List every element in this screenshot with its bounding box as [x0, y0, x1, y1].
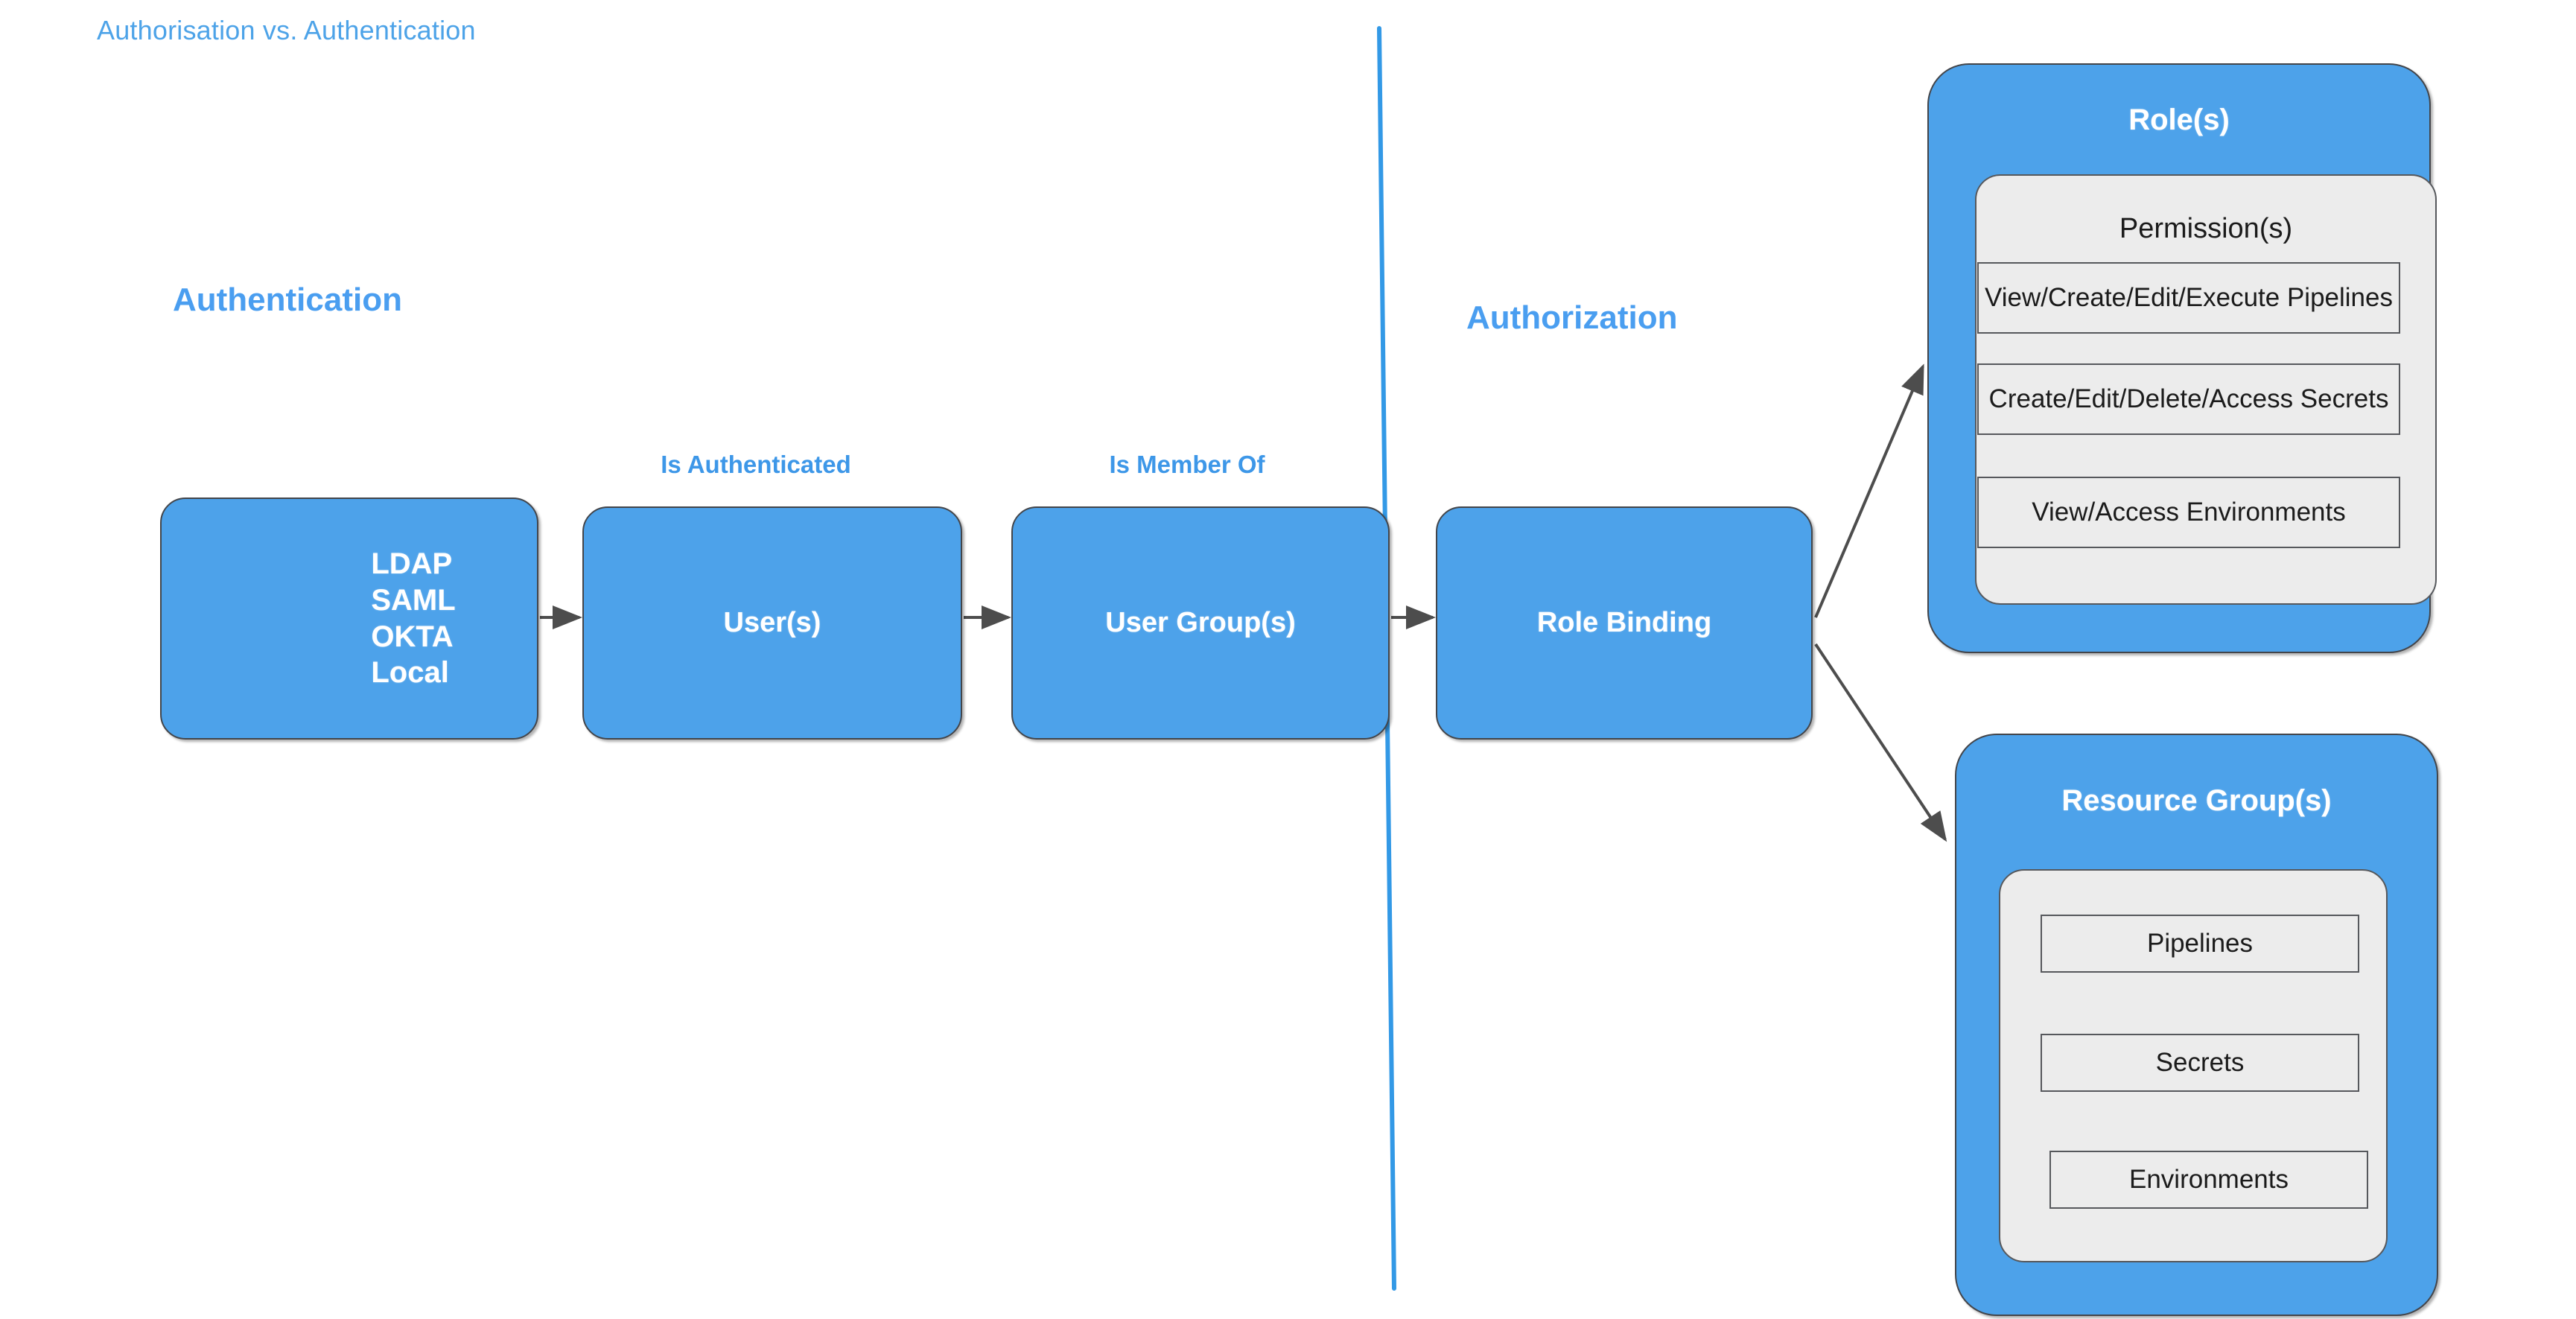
page-title: Authorisation vs. Authentication: [97, 15, 476, 45]
flow-box-label-role-binding: Role Binding: [1536, 606, 1712, 638]
section-heading-authentication: Authentication: [173, 282, 402, 318]
resource-groups-panel-title: Resource Group(s): [2061, 784, 2332, 817]
permission-item[interactable]: View/Access Environments: [1977, 477, 2400, 548]
flow-box-label-user-groups: User Group(s): [1105, 606, 1296, 638]
roles-panel[interactable]: Role(s) Permission(s): [1927, 63, 2437, 653]
resource-item[interactable]: Pipelines: [2041, 915, 2359, 973]
flow-box-label-users: User(s): [723, 606, 821, 638]
flow-box-user-groups[interactable]: User Group(s): [1011, 506, 1390, 740]
permissions-panel-title: Permission(s): [2119, 213, 2293, 244]
edge-label-is-authenticated: Is Authenticated: [661, 451, 851, 478]
flow-box-identity-providers[interactable]: LDAP SAML OKTA Local: [160, 498, 538, 740]
permission-item[interactable]: Create/Edit/Delete/Access Secrets: [1977, 363, 2400, 435]
resource-groups-panel[interactable]: Resource Group(s): [1955, 734, 2438, 1316]
section-heading-authorization: Authorization: [1466, 299, 1678, 336]
permission-item[interactable]: View/Create/Edit/Execute Pipelines: [1977, 262, 2400, 334]
roles-panel-title: Role(s): [2128, 104, 2230, 136]
resource-item[interactable]: Secrets: [2041, 1034, 2359, 1092]
resource-item[interactable]: Environments: [2049, 1151, 2368, 1209]
flow-box-users[interactable]: User(s): [582, 506, 962, 740]
edge-label-is-member-of: Is Member Of: [1109, 451, 1265, 478]
flow-box-role-binding[interactable]: Role Binding: [1436, 506, 1813, 740]
flow-box-label-identity-providers: LDAP SAML OKTA Local: [371, 547, 456, 690]
